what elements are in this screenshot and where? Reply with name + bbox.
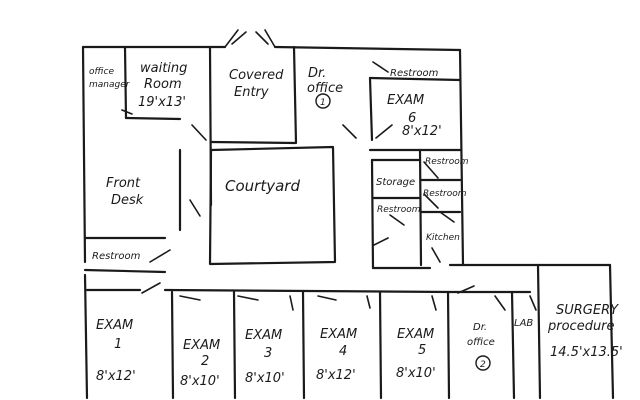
surgery-label-1: SURGERY — [556, 303, 619, 318]
dr-office-1-label-2: office — [307, 81, 343, 96]
office-manager-label-1: office — [89, 67, 114, 77]
exam2-size: 8'x10' — [180, 374, 220, 389]
exam5-size: 8'x10' — [396, 366, 436, 381]
dr-office-1-circle — [315, 93, 331, 109]
waiting-room-label-1: waiting — [140, 61, 187, 76]
waiting-room-size: 19'x13' — [138, 95, 186, 110]
room-labels: office manager waiting Room 19'x13' Cove… — [89, 61, 623, 389]
courtyard-label: Courtyard — [225, 177, 300, 195]
dr-office-2-label-2: office — [467, 337, 495, 348]
exam5-label: EXAM — [397, 327, 434, 342]
kitchen-label: Kitchen — [426, 233, 460, 243]
exam3-size: 8'x10' — [245, 371, 285, 386]
office-manager-label-2: manager — [89, 80, 131, 90]
dr-office-1-number: 1 — [320, 98, 326, 108]
exam4-size: 8'x12' — [316, 368, 356, 383]
walls — [81, 45, 615, 400]
front-desk-label-2: Desk — [111, 193, 144, 208]
dr-office-1-label-1: Dr. — [308, 66, 326, 81]
doors — [121, 29, 537, 311]
surgery-label-2: procedure — [547, 319, 615, 334]
covered-entry-label-2: Entry — [234, 85, 269, 100]
exam1-label: EXAM — [96, 318, 133, 333]
restroom-mid-a-label: Restroom — [425, 157, 469, 167]
exam6-label: EXAM — [387, 93, 424, 108]
dr-office-2-number: 2 — [480, 360, 486, 370]
exam3-label: EXAM — [245, 328, 282, 343]
exam6-size: 8'x12' — [402, 124, 442, 139]
exam4-number: 4 — [339, 344, 347, 359]
restroom-mid-c-label: Restroom — [377, 205, 421, 215]
surgery-size: 14.5'x13.5' — [550, 345, 623, 360]
waiting-room-label-2: Room — [144, 77, 182, 92]
restroom-top-label: Restroom — [390, 68, 439, 79]
exam6-number: 6 — [408, 111, 416, 126]
front-desk-label-1: Front — [106, 176, 141, 191]
dr-office-2-label-1: Dr. — [473, 322, 487, 333]
storage-label: Storage — [376, 177, 415, 188]
exam4-label: EXAM — [320, 327, 357, 342]
exam5-number: 5 — [418, 343, 426, 358]
exam1-size: 8'x12' — [96, 369, 136, 384]
restroom-mid-b-label: Restroom — [423, 189, 467, 199]
lab-label: LAB — [514, 318, 533, 329]
exam3-number: 3 — [264, 346, 272, 361]
exam2-label: EXAM — [183, 338, 220, 353]
exam2-number: 2 — [201, 354, 209, 369]
restroom-left-label: Restroom — [92, 251, 141, 262]
dr-office-2-circle — [475, 355, 491, 371]
exam1-number: 1 — [114, 337, 122, 352]
covered-entry-label-1: Covered — [229, 68, 284, 83]
